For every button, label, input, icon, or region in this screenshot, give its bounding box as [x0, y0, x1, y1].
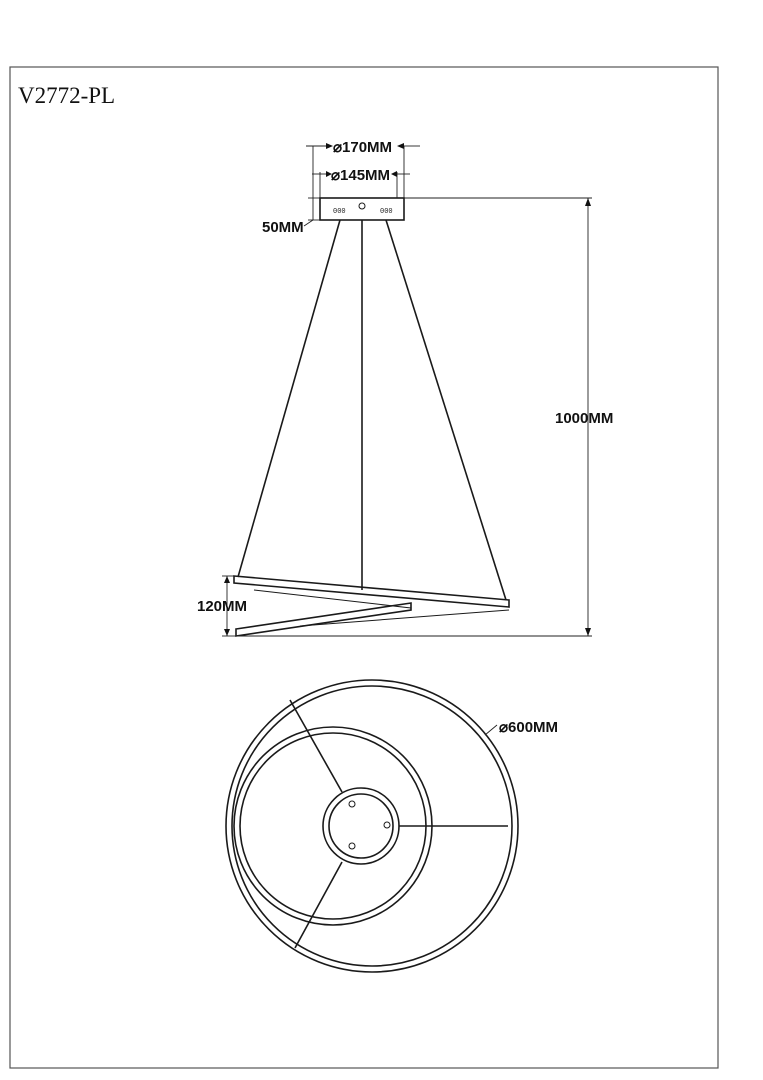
dim-label-ring-height: 120MM: [197, 598, 247, 615]
canopy-hole-3: [348, 842, 356, 850]
drawing-frame: [9, 66, 719, 1069]
outer-ring-top: [225, 679, 519, 973]
suspension-cables: [237, 219, 507, 601]
dim-label-canopy-height: 50MM: [262, 219, 304, 236]
canopy: 000 000: [319, 197, 405, 221]
dim-canopy-outer: ⌀170MM: [306, 139, 420, 198]
top-view: ⌀600MM: [225, 679, 558, 973]
lower-ring-side: [235, 589, 510, 637]
canopy-screws-left: 000: [333, 208, 346, 216]
dim-label-canopy-inner: ⌀145MM: [331, 167, 390, 184]
upper-ring-side: [233, 575, 510, 608]
dim-label-total-drop: 1000MM: [555, 410, 613, 427]
canopy-top: [322, 787, 400, 865]
dim-ring-height: 120MM: [197, 575, 247, 637]
dim-canopy-height: 50MM: [262, 197, 320, 236]
dim-total-drop: 1000MM: [235, 197, 613, 637]
canopy-hole-1: [348, 800, 356, 808]
dim-canopy-inner: ⌀145MM: [312, 167, 410, 198]
side-view: 000 000 ⌀170MM: [197, 139, 613, 637]
model-code: V2772-PL: [18, 83, 115, 108]
canopy-screws-right: 000: [380, 208, 393, 216]
support-spokes: [289, 699, 508, 949]
dim-ring-diameter: ⌀600MM: [484, 719, 558, 736]
canopy-hole-2: [383, 821, 391, 829]
dim-label-ring-diameter: ⌀600MM: [499, 719, 558, 736]
dim-label-canopy-outer: ⌀170MM: [333, 139, 392, 156]
